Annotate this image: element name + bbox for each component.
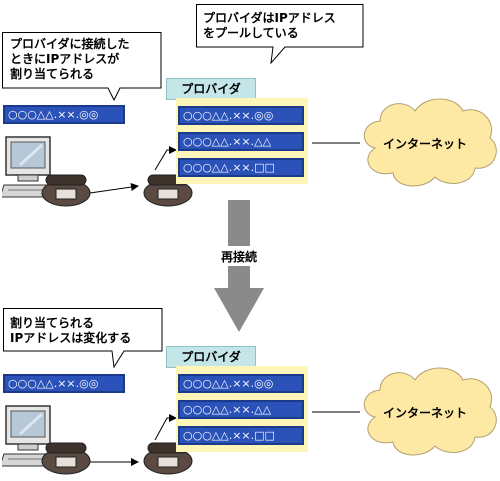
telephone-icon — [41, 174, 91, 207]
callout-text-top-center: プロバイダはIPアドレス をプールしている — [203, 11, 336, 40]
pool-ip-2: ○○○△△.××.△△ — [178, 400, 304, 419]
assigned-ip-top: ○○○△△.××.◎◎ — [3, 105, 125, 124]
ip-pool-panel-top: ○○○△△.××.◎◎ ○○○△△.××.△△ ○○○△△.××.□□ — [176, 98, 308, 184]
callout-text-bottom-left: 割り当てられる IPアドレスは変化する — [10, 316, 132, 345]
ip-pool-panel-bottom: ○○○△△.××.◎◎ ○○○△△.××.△△ ○○○△△.××.□□ — [176, 366, 308, 452]
pool-ip-3: ○○○△△.××.□□ — [178, 426, 304, 445]
provider-label-bottom: プロバイダ — [166, 346, 256, 368]
internet-cloud — [363, 98, 497, 187]
pc-to-phone-arrow-top — [89, 183, 139, 194]
computer-icon — [2, 136, 59, 198]
provider-label-top: プロバイダ — [166, 78, 256, 100]
phone-to-provider-arrow-bottom — [154, 414, 177, 441]
callout-bubble-bottom-left — [3, 308, 163, 369]
telephone-icon — [41, 442, 91, 475]
reconnect-arrow — [214, 200, 264, 332]
internet-label-top: インターネット — [382, 137, 467, 151]
internet-label-bottom: インターネット — [382, 406, 467, 420]
pool-ip-1: ○○○△△.××.◎◎ — [178, 374, 304, 393]
reconnect-label: 再接続 — [209, 248, 269, 265]
pool-ip-1: ○○○△△.××.◎◎ — [178, 106, 304, 125]
internet-cloud — [363, 367, 497, 456]
callout-text-top-left: プロバイダに接続した ときにIPアドレスが 割り当てられる — [10, 37, 130, 81]
pool-ip-3: ○○○△△.××.□□ — [178, 158, 304, 177]
callout-bubble-top-left — [2, 32, 162, 102]
phone-to-provider-arrow-top — [154, 146, 177, 171]
pool-ip-2: ○○○△△.××.△△ — [178, 132, 304, 151]
assigned-ip-bottom: ○○○△△.××.◎◎ — [3, 374, 125, 393]
callout-bubble-top-center — [196, 4, 364, 65]
